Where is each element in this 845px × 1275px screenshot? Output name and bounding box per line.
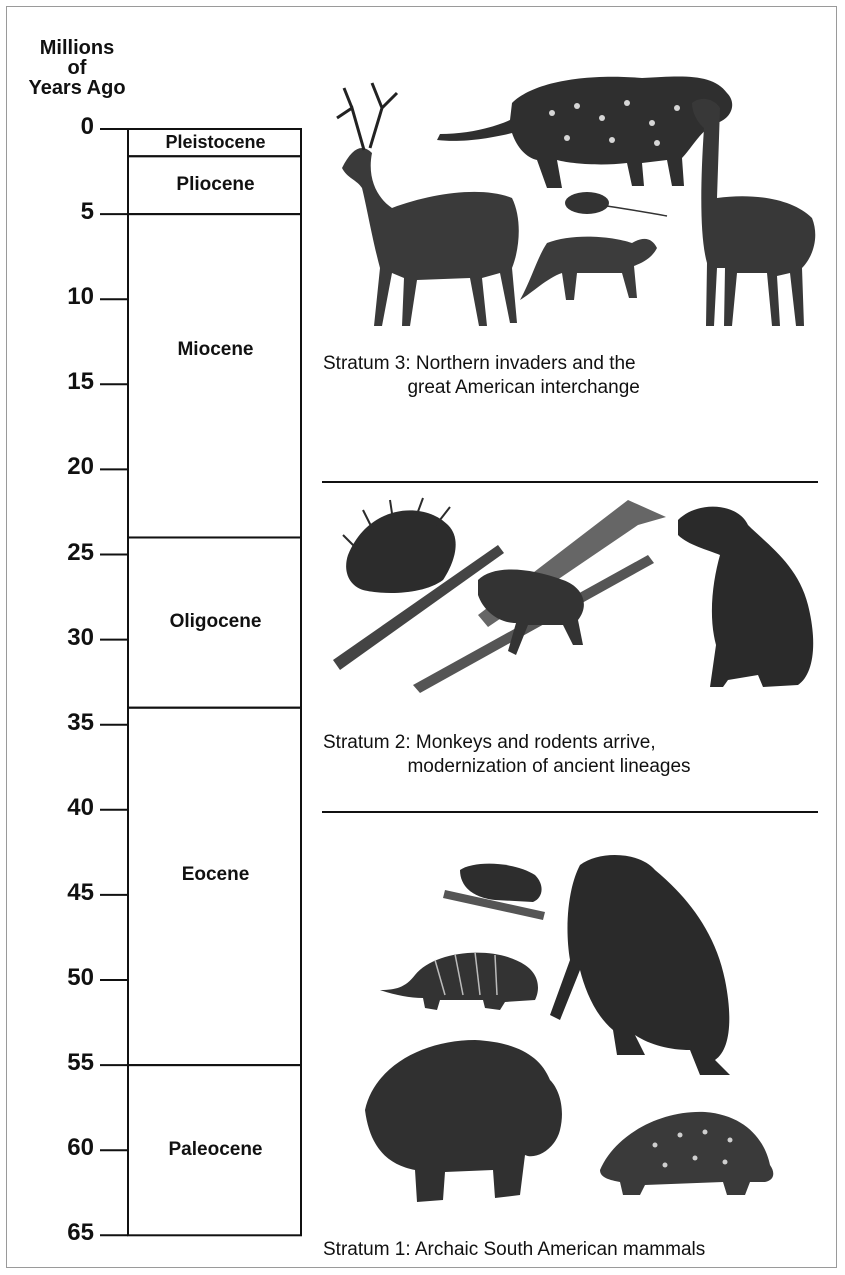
tick-label-35: 35	[24, 711, 94, 735]
tick-label-45: 45	[24, 881, 94, 905]
epoch-label-pleistocene: Pleistocene	[130, 132, 301, 153]
stratum-divider-upper	[322, 481, 818, 483]
stratum-3-caption: Stratum 3: Northern invaders and the gre…	[323, 352, 640, 400]
tick-label-40: 40	[24, 796, 94, 820]
stratum-2-illustration	[328, 495, 823, 700]
tick-label-25: 25	[24, 541, 94, 565]
epoch-box-eocene	[128, 708, 301, 1065]
fox-illustration	[520, 237, 657, 300]
tick-label-0: 0	[24, 115, 94, 139]
epoch-label-paleocene: Paleocene	[130, 1139, 301, 1161]
tick-label-55: 55	[24, 1051, 94, 1075]
jaguar-illustration	[437, 77, 732, 188]
tick-label-10: 10	[24, 285, 94, 309]
toxodon-illustration	[365, 1040, 562, 1202]
ground-sloth-illustration	[550, 855, 730, 1075]
stratum-2-caption: Stratum 2: Monkeys and rodents arrive, m…	[323, 731, 691, 779]
tick-label-15: 15	[24, 370, 94, 394]
stratum-3-illustration	[322, 68, 822, 338]
stratum-1-caption: Stratum 1: Archaic South American mammal…	[323, 1238, 705, 1262]
tick-label-30: 30	[24, 626, 94, 650]
deer-illustration	[337, 83, 519, 326]
llama-illustration	[692, 99, 815, 326]
glyptodont-illustration	[600, 1112, 773, 1195]
tick-label-60: 60	[24, 1136, 94, 1160]
stratum-1-illustration	[355, 850, 825, 1225]
tick-label-5: 5	[24, 200, 94, 224]
armadillo-illustration	[380, 952, 538, 1010]
tick-label-65: 65	[24, 1221, 94, 1245]
epoch-label-eocene: Eocene	[130, 864, 301, 886]
capybara-illustration	[678, 507, 813, 687]
opossum-illustration	[443, 864, 545, 920]
mouse-illustration	[565, 192, 667, 216]
epoch-box-miocene	[128, 214, 301, 537]
tick-label-50: 50	[24, 966, 94, 990]
epoch-label-pliocene: Pliocene	[130, 174, 301, 196]
epoch-label-oligocene: Oligocene	[130, 611, 301, 633]
tick-label-20: 20	[24, 455, 94, 479]
stratum-divider-lower	[322, 811, 818, 813]
epoch-label-miocene: Miocene	[130, 339, 301, 361]
